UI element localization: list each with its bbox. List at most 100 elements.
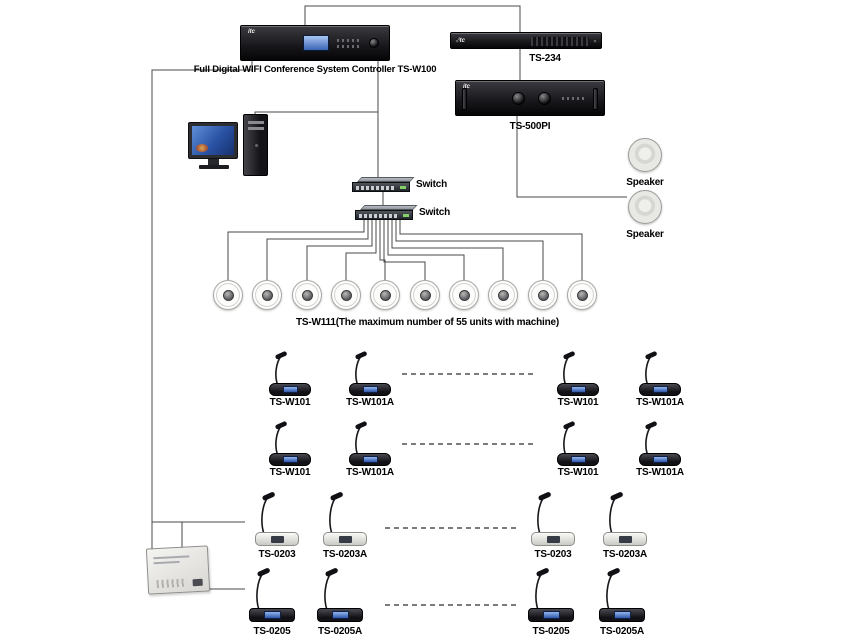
mic-unit xyxy=(342,350,398,396)
mic-base xyxy=(317,608,363,622)
controller-label: Full Digital WIFI Conference System Cont… xyxy=(193,64,437,75)
mic-label: TS-0205 xyxy=(532,626,570,637)
mic-base xyxy=(557,383,599,396)
wifi-unit xyxy=(410,280,440,310)
switch-led xyxy=(400,186,406,189)
wifi-unit xyxy=(331,280,361,310)
mic-screen xyxy=(570,386,586,393)
computer-monitor xyxy=(188,122,238,159)
controller-knob xyxy=(369,38,379,48)
wifi-unit xyxy=(252,280,282,310)
speaker-2-label: Speaker xyxy=(626,229,664,240)
mic-base xyxy=(639,383,681,396)
mic-label: TS-0203A xyxy=(603,549,647,560)
mic-base xyxy=(269,453,311,466)
power-unit xyxy=(145,545,211,595)
switch-1-label: Switch xyxy=(416,179,448,190)
mic-screen xyxy=(613,611,631,619)
vent-grille xyxy=(531,37,589,46)
mic-base xyxy=(349,453,391,466)
network-switch-2 xyxy=(355,205,418,220)
mic-gooseneck-icon xyxy=(609,492,623,535)
wifi-unit xyxy=(370,280,400,310)
rack-ts-234: itc xyxy=(450,32,602,49)
volume-knob xyxy=(512,92,525,105)
drive-bay xyxy=(248,121,264,124)
power-button xyxy=(254,143,259,148)
ts-500pi-label: TS-500PI xyxy=(509,121,551,132)
mic-screen xyxy=(282,456,298,463)
mic-unit xyxy=(632,350,688,396)
brand-logo: itc xyxy=(463,84,471,90)
mic-gooseneck-icon xyxy=(329,492,343,535)
mic-label: TS-0205 xyxy=(253,626,291,637)
mic-screen xyxy=(338,536,352,543)
mic-unit xyxy=(310,566,370,622)
rack-screw xyxy=(455,39,459,43)
wifi-unit xyxy=(213,280,243,310)
wifi-unit xyxy=(292,280,322,310)
mic-unit xyxy=(315,490,375,546)
mic-base xyxy=(557,453,599,466)
monitor-screen xyxy=(192,126,234,155)
mic-label: TS-W101 xyxy=(269,467,311,478)
mic-screen xyxy=(270,536,284,543)
mic-screen xyxy=(652,386,668,393)
mic-screen xyxy=(546,536,560,543)
mic-screen xyxy=(282,386,298,393)
mic-label: TS-W101A xyxy=(636,397,684,408)
volume-knob xyxy=(538,92,551,105)
mic-base xyxy=(269,383,311,396)
mic-gooseneck-icon xyxy=(324,568,338,611)
mic-unit xyxy=(550,420,606,466)
speaker-1 xyxy=(628,138,662,172)
mic-unit xyxy=(595,490,655,546)
mic-unit xyxy=(247,490,307,546)
mic-screen xyxy=(570,456,586,463)
drive-bay xyxy=(248,127,264,130)
mic-screen xyxy=(263,611,281,619)
mic-base xyxy=(249,608,295,622)
rack-screw xyxy=(593,39,597,43)
brand-logo: itc xyxy=(458,38,466,44)
output-port xyxy=(192,578,203,587)
mic-label: TS-W101A xyxy=(346,397,394,408)
mic-label: TS-0203 xyxy=(534,549,572,560)
mic-base xyxy=(528,608,574,622)
switch-ports xyxy=(359,214,397,218)
mic-base xyxy=(255,532,299,546)
mic-base xyxy=(531,532,575,546)
speaker-2 xyxy=(628,190,662,224)
vent-grille xyxy=(156,578,187,589)
switch-2-label: Switch xyxy=(419,207,451,218)
mic-screen xyxy=(652,456,668,463)
wifi-unit xyxy=(528,280,558,310)
mic-screen xyxy=(362,386,378,393)
mic-label: TS-0203A xyxy=(323,549,367,560)
expansion-dashed-lines xyxy=(385,373,536,606)
speaker-1-label: Speaker xyxy=(626,177,664,188)
controller-button-row xyxy=(337,39,359,42)
mic-base xyxy=(599,608,645,622)
network-switch-1 xyxy=(352,177,415,192)
mic-unit xyxy=(262,420,318,466)
label-line xyxy=(153,555,190,560)
mic-gooseneck-icon xyxy=(537,492,551,535)
rack-handle xyxy=(462,88,467,110)
mic-label: TS-W101 xyxy=(557,397,599,408)
amplifier-ts-500pi: itc xyxy=(455,80,605,116)
mic-base xyxy=(603,532,647,546)
mic-screen xyxy=(542,611,560,619)
brand-logo: itc xyxy=(248,29,256,35)
switch-ports xyxy=(356,186,394,190)
label-line xyxy=(153,560,180,565)
mic-unit xyxy=(521,566,581,622)
amp-indicator-row xyxy=(562,97,586,100)
monitor-base xyxy=(199,165,229,169)
mic-base xyxy=(323,532,367,546)
mic-screen xyxy=(331,611,349,619)
wifi-units-caption: TS-W111(The maximum number of 55 units w… xyxy=(296,317,559,328)
controller-ts-w100: itc xyxy=(240,25,390,61)
rack-handle xyxy=(593,88,598,110)
